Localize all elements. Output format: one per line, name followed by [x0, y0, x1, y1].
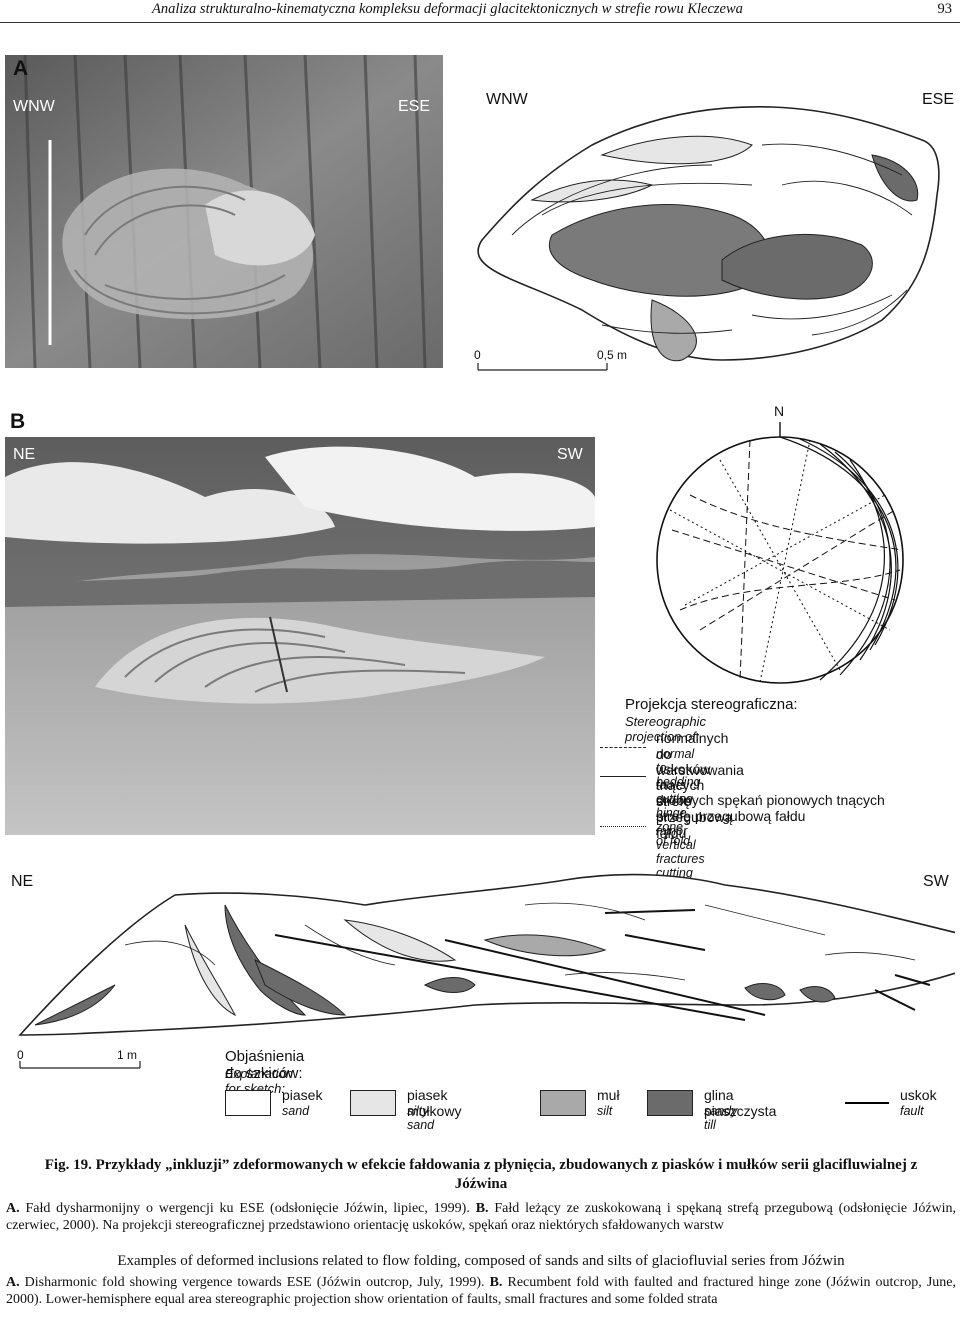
- running-header: Analiza strukturalno-kinematyczna komple…: [0, 0, 960, 23]
- sketch-b-left-dir: NE: [11, 873, 34, 890]
- stereonet-item-0-pl: normalnych do warstwowania: [656, 730, 744, 778]
- legend-silt-pl: muł: [597, 1087, 620, 1103]
- legend-solid-line: [600, 776, 646, 777]
- caption-title-en: Examples of deformed inclusions related …: [117, 1253, 845, 1269]
- sketch-a-scale-end: 0,5 m: [597, 348, 628, 362]
- legend-fault-pl: uskok: [900, 1087, 937, 1103]
- legend-sandy-till-en: sandy till: [704, 1104, 738, 1132]
- sketch-b-drawing: [18, 873, 960, 1069]
- stereonet-drawing: [656, 422, 904, 684]
- stereonet-item-2-pl: drobnych spękań pionowych tnących strefę…: [656, 792, 885, 824]
- photo-a: A WNW ESE: [5, 55, 443, 368]
- legend-silty-sand-pl: piasek mułkowy: [407, 1087, 462, 1119]
- photo-b-image: [5, 437, 595, 835]
- caption-pl-b-label: B.: [475, 1201, 489, 1216]
- caption-en-a: Disharmonic fold showing vergence toward…: [24, 1275, 485, 1290]
- photo-a-image: [5, 55, 443, 368]
- legend-fault-en: fault: [900, 1104, 924, 1118]
- legend-swatch-silty-sand: [350, 1090, 396, 1116]
- caption-title-pl: Fig. 19. Przykłady „inkluzji” zdeformowa…: [44, 1157, 918, 1192]
- stereonet-item-0-en: normal to bedding: [656, 747, 701, 789]
- stereonet-title-en: Stereographic projection of:: [625, 714, 706, 744]
- running-title: Analiza strukturalno-kinematyczna komple…: [152, 1, 743, 17]
- sketch-a: WNW ESE 0 0,5 m: [452, 85, 957, 385]
- panel-a-label: A: [13, 57, 29, 80]
- legend-sandy-till-pl: glina piaszczysta: [704, 1087, 777, 1119]
- stereonet-item-1-pl: uskoków tnących strefę przegubową fałdu: [656, 761, 733, 841]
- caption-pl-a-label: A.: [6, 1201, 20, 1216]
- legend-silt-en: silt: [597, 1104, 613, 1118]
- sketch-a-scale-zero: 0: [474, 348, 481, 362]
- sketch-b-scale-zero: 0: [17, 1048, 24, 1062]
- legend-sand-pl: piasek: [282, 1087, 323, 1103]
- legend-title-pl: Objaśnienia do szkiców:: [225, 1048, 305, 1082]
- caption-pl-b: Fałd leżący ze zuskokowaną i spękaną str…: [6, 1201, 957, 1233]
- legend-swatch-silt: [540, 1090, 586, 1116]
- stereonet-item-1-en: faults cutting hinge zone of fold: [656, 778, 693, 848]
- legend-swatch-sandy-till: [647, 1090, 693, 1116]
- photo-b-left-dir: NE: [13, 446, 36, 463]
- page-number: 93: [937, 1, 953, 17]
- stereonet-north-label: N: [774, 403, 785, 419]
- figure-caption: Fig. 19. Przykłady „inkluzji” zdeformowa…: [6, 1156, 956, 1308]
- sketch-b: NE SW 0 1 m: [5, 865, 960, 1085]
- sketch-a-drawing: [477, 105, 940, 371]
- panel-b-label: B: [10, 410, 26, 433]
- sketch-b-scale-end: 1 m: [117, 1048, 138, 1062]
- sketch-b-right-dir: SW: [923, 873, 949, 890]
- photo-a-right-dir: ESE: [398, 98, 431, 115]
- sketch-a-left-dir: WNW: [486, 91, 528, 108]
- caption-en-b: Recumbent fold with faulted and fracture…: [6, 1275, 957, 1307]
- caption-pl-a: Fałd dysharmonijny o wergencji ku ESE (o…: [25, 1201, 470, 1216]
- legend-dashed-line: [600, 747, 646, 748]
- photo-b-right-dir: SW: [557, 446, 583, 463]
- caption-en-b-label: B.: [489, 1275, 503, 1290]
- legend-swatch-sand: [225, 1090, 271, 1116]
- sketch-a-right-dir: ESE: [922, 91, 955, 108]
- stereonet-title-pl: Projekcja stereograficzna:: [625, 696, 798, 713]
- photo-b: NE SW: [5, 437, 595, 835]
- legend-fault-line: [845, 1102, 889, 1104]
- caption-text-pl: A. Fałd dysharmonijny o wergencji ku ESE…: [6, 1200, 956, 1234]
- legend-sand-en: sand: [282, 1104, 310, 1118]
- photo-a-left-dir: WNW: [13, 98, 55, 115]
- caption-en-a-label: A.: [6, 1275, 20, 1290]
- legend-dotted-line: [600, 826, 646, 827]
- legend-silty-sand-en: silty sand: [407, 1104, 435, 1132]
- stereonet: N: [640, 400, 950, 700]
- caption-text-en: A. Disharmonic fold showing vergence tow…: [6, 1274, 956, 1308]
